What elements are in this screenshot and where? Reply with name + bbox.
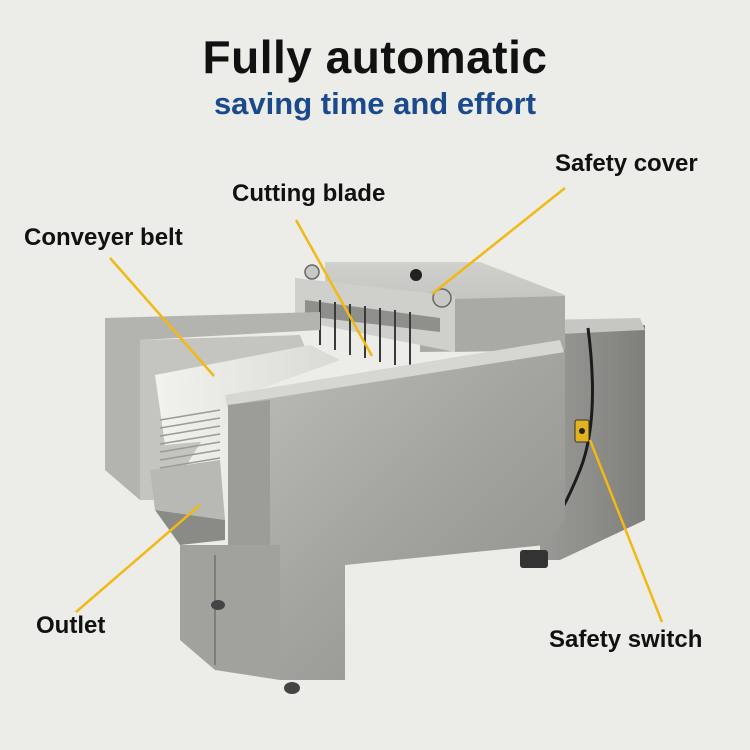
leader-safety-cover [431,187,566,295]
leader-safety-switch [588,439,664,623]
callout-conveyer-belt: Conveyer belt [24,224,183,251]
leader-cutting-blade [294,219,374,357]
machine-feet [211,550,548,694]
leader-conveyer-belt [109,257,215,377]
callout-safety-cover: Safety cover [555,150,698,177]
callout-leaders [75,187,664,623]
callout-safety-switch: Safety switch [549,626,703,653]
page-title: Fully automatic [202,31,548,83]
callout-cutting-blade: Cutting blade [232,180,386,207]
page-subtitle: saving time and effort [213,86,537,121]
conveyor-section [105,312,340,545]
safety-switch [574,419,590,443]
leader-outlet [75,504,201,613]
cutting-blade-assembly [295,264,455,368]
callout-outlet: Outlet [36,612,106,639]
machine-front-body [180,340,565,680]
